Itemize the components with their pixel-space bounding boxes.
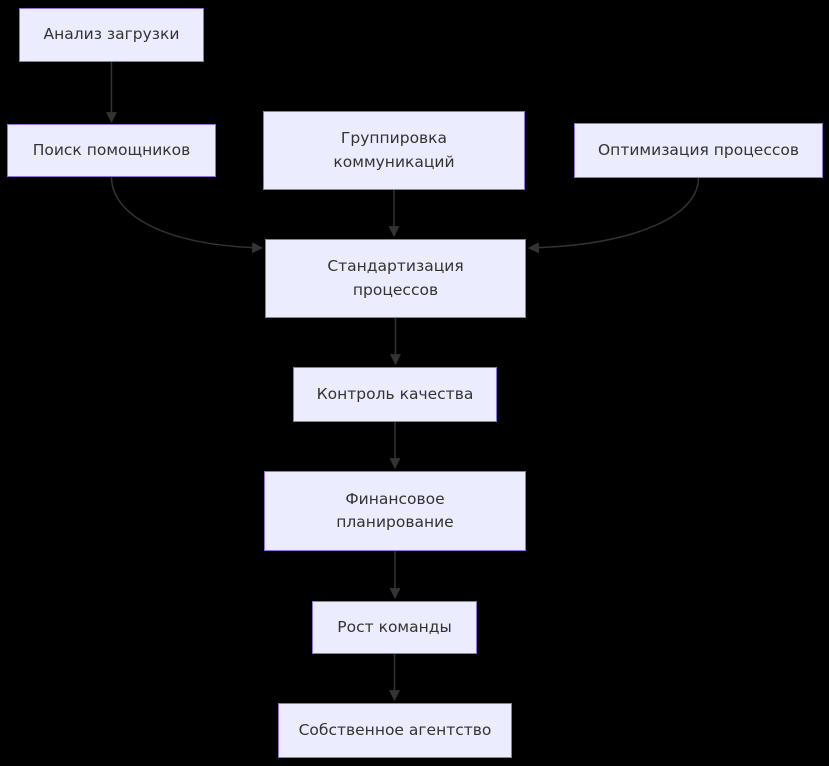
- node-kontrol-kachestva: Контроль качества: [293, 367, 497, 422]
- node-label-sobstvennoe-agentstvo: Собственное агентство: [298, 720, 492, 739]
- node-label-finansovoe-planirovanie: Финансовое планирование: [336, 489, 454, 531]
- node-rost-komandy: Рост команды: [312, 601, 477, 654]
- node-label-kontrol-kachestva: Контроль качества: [316, 384, 474, 403]
- node-standartizaciya-processov: Стандартизация процессов: [265, 239, 526, 318]
- node-finansovoe-planirovanie: Финансовое планирование: [264, 471, 526, 551]
- node-label-gruppirovka-kommunikacij: Группировка коммуникаций: [333, 129, 455, 171]
- node-poisk-pomoshchnikov: Поиск помощников: [7, 124, 216, 177]
- node-analiz-zagruzki: Анализ загрузки: [19, 8, 204, 62]
- node-sobstvennoe-agentstvo: Собственное агентство: [278, 703, 512, 758]
- node-label-rost-komandy: Рост команды: [337, 617, 452, 636]
- node-label-analiz-zagruzki: Анализ загрузки: [43, 25, 180, 44]
- node-label-standartizaciya-processov: Стандартизация процессов: [327, 257, 464, 299]
- edge-poisk-to-standartizaciya: [110, 176, 264, 254]
- node-label-poisk-pomoshchnikov: Поиск помощников: [32, 140, 191, 159]
- edge-optimizaciya-to-standartizaciya: [527, 177, 700, 254]
- node-optimizaciya-processov: Оптимизация процессов: [574, 123, 823, 178]
- node-gruppirovka-kommunikacij: Группировка коммуникаций: [263, 111, 525, 190]
- node-label-optimizaciya-processov: Оптимизация процессов: [597, 140, 800, 159]
